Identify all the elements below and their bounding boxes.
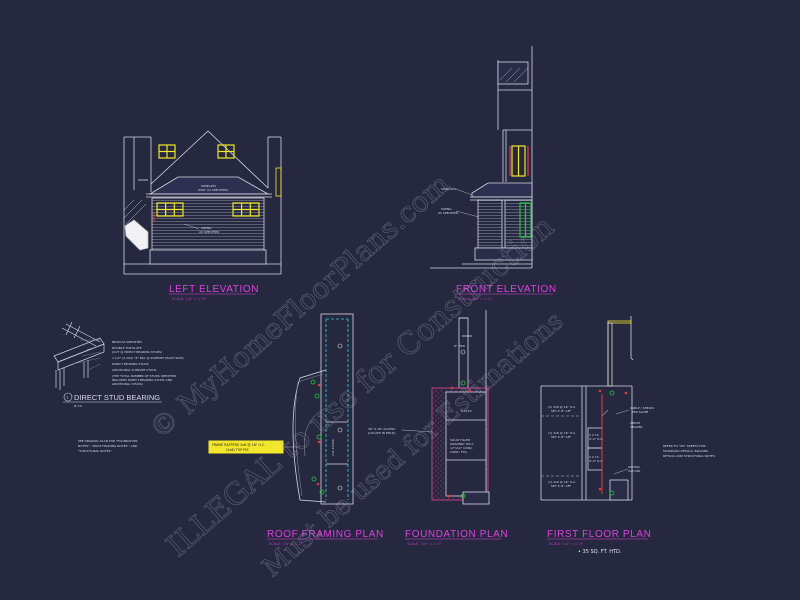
general-note-line-2: NOTES", "ROOF FRAMING NOTES", AND — [78, 444, 138, 448]
roof-framing-marks: FRAME RAFTERS 2x6 @ 16" O.C. (2x6) TOP P… — [208, 343, 384, 546]
left-elevation-windows — [156, 144, 260, 217]
front-elevation-title: FRONT ELEVATION — [456, 284, 557, 295]
ff-callout-6: 2x6 DBL — [628, 469, 641, 473]
direct-stud-bearing-detail — [53, 321, 105, 390]
first-floor-marks: (1) 2x6 @ 16" O.C. SET 4'-8" AFF (1) 2x6… — [547, 389, 715, 555]
left-elevation-labels: SHINGLES (MAT. AS SPECIFIED) SIDING AS S… — [169, 184, 259, 301]
found-grout-label-2: MASONRY ON A — [450, 442, 474, 446]
ref-note-line-1: REFER TO "SD" SHEETS FOR — [663, 444, 706, 448]
front-shingles-label: SHINGLES — [441, 187, 456, 191]
sb-total-label: (THE TOTAL NUMBER OF STUDS SPECIFIED — [112, 374, 177, 378]
foundation-plan-title: FOUNDATION PLAN — [405, 529, 508, 540]
roof-framing-plan-scale: SCALE: 1/4" = 1'-0" — [269, 542, 304, 546]
sb-studs-label: DIRECT BEARING STUDS — [112, 362, 149, 366]
direct-stud-bearing-labels: BEAM AS SPECIFIED DOUBLE TOP PLATE (CUT … — [63, 340, 184, 453]
foundation-marks: 36" X 18" ACCESS (LOCATE IN FIELD) 2-2x1… — [368, 344, 508, 546]
detail-number-bubble — [63, 392, 73, 402]
sb-total-label-3: ADDITIONAL STUDS) — [112, 382, 143, 386]
left-elevation-scale: SCALE: 1/4" = 1'-0" — [172, 297, 207, 301]
ff-set-b-label: (1) 2x6 @ 16" O.C. — [548, 431, 576, 435]
sb-plate-sub-label: (CUT @ DIRECT BEARING STUDS) — [112, 350, 162, 354]
sb-kicker-label: 1 1/2" (2-16d) "Z" BLK @ SUPPORT (EACH S… — [112, 356, 184, 360]
found-grout-label-3: 12"x12" CONC. — [450, 446, 473, 450]
ref-note-line-2: STANDARD DETAILS, BRACING — [663, 449, 709, 453]
sb-additional-label: ADDITIONAL SUPPORT STUDS — [112, 368, 157, 372]
front-elevation-labels: SHINGLES SIDING AS SPECIFIED FRONT ELEVA… — [438, 187, 557, 301]
first-floor-plan-scale: SCALE: 1/4" = 1'-0" — [549, 542, 584, 546]
sb-plate-label: DOUBLE TOP PLATE — [112, 346, 142, 350]
foundation-plan-scale: SCALE: 1/4" = 1'-0" — [407, 542, 442, 546]
ff-callout-2: PER SLOPE — [632, 410, 648, 414]
direct-stud-bearing-scale: N.T.S. — [74, 404, 83, 408]
found-header-label: 2-2x10 — [461, 409, 472, 413]
general-note-line-1: SEE ORIGINAL PLAN FOR "FOUNDATION — [78, 439, 137, 443]
first-floor-plan — [540, 316, 634, 501]
roof-rafters-label: FRAME RAFTERS 2x6 @ 16" O.C. — [212, 443, 265, 447]
left-elevation — [123, 130, 282, 275]
roof-wall-label: 2x4 STUDS — [331, 439, 335, 456]
found-grout-label: SOLID FILLED — [450, 438, 471, 442]
left-siding-label: SIDING — [201, 226, 212, 230]
ff-callout-4: HEADER — [630, 425, 643, 429]
sb-total-label-2: INCLUDES DIRECT BEARING STUDS AND — [112, 378, 173, 382]
roof-rafters-sub-label: (2x6) TOP PLT. — [226, 448, 250, 452]
roof-framing-plan-title: ROOF FRAMING PLAN — [267, 529, 384, 540]
left-shingles-label: SHINGLES — [201, 184, 216, 188]
found-access-label: 36" X 18" ACCESS — [368, 427, 395, 431]
ff-set-a-sub-label: SET 4'-8" AFF — [551, 409, 571, 413]
foundation-plan — [431, 310, 490, 505]
found-access-sub-label: (LOCATE IN FIELD) — [368, 431, 395, 435]
first-floor-plan-title: FIRST FLOOR PLAN — [547, 529, 651, 540]
front-siding-label: SIDING — [441, 207, 452, 211]
ff-set-b-sub-label: SET 4'-8" AFF — [551, 435, 571, 439]
ff-mid-label-4: 4'-0" O.C. — [589, 459, 603, 463]
sb-beam-label: BEAM AS SPECIFIED — [112, 340, 143, 344]
front-elevation-scale: SCALE: 1/4" = 1'-0" — [458, 297, 493, 301]
ff-set-a-label: (1) 2x6 @ 16" O.C. — [548, 405, 576, 409]
detail-number: 1 — [66, 396, 68, 400]
found-pier-label: 8" PIER — [454, 344, 465, 348]
ff-set-c-sub-label: SET 4'-8" AFF — [551, 484, 571, 488]
ref-note-line-3: DETAILS AND STRUCTURAL NOTES — [663, 454, 715, 458]
ff-mid-label-3: 2 X 10 — [589, 455, 599, 459]
ff-callout-3: ABOVE — [630, 421, 640, 425]
ff-set-c-label: (1) 2x6 @ 16" O.C. — [548, 480, 576, 484]
roof-framing-plan — [292, 313, 354, 505]
left-elevation-title: LEFT ELEVATION — [169, 284, 259, 295]
front-elevation — [430, 46, 533, 269]
left-siding-sub-label: AS SPECIFIED — [199, 230, 220, 234]
front-elevation-trim — [509, 145, 532, 238]
left-shingles-sub-label: (MAT. AS SPECIFIED) — [198, 188, 228, 192]
front-siding-sub-label: AS SPECIFIED — [438, 211, 459, 215]
ff-mid-label-1: 2 X 10 — [589, 433, 599, 437]
found-grout-label-4: CONC. FTG. — [450, 450, 468, 454]
general-note-line-3: "STRUCTURAL NOTES" — [78, 449, 112, 453]
ff-mid-label-2: 4'-0" O.C. — [589, 437, 603, 441]
first-floor-area: • 35 SQ. FT. HTD. — [578, 549, 622, 555]
ff-callout-5: OPTION — [628, 465, 640, 469]
ff-callout-1: CABLE / SHELVS — [630, 406, 654, 410]
direct-stud-bearing-title: DIRECT STUD BEARING — [74, 393, 160, 402]
